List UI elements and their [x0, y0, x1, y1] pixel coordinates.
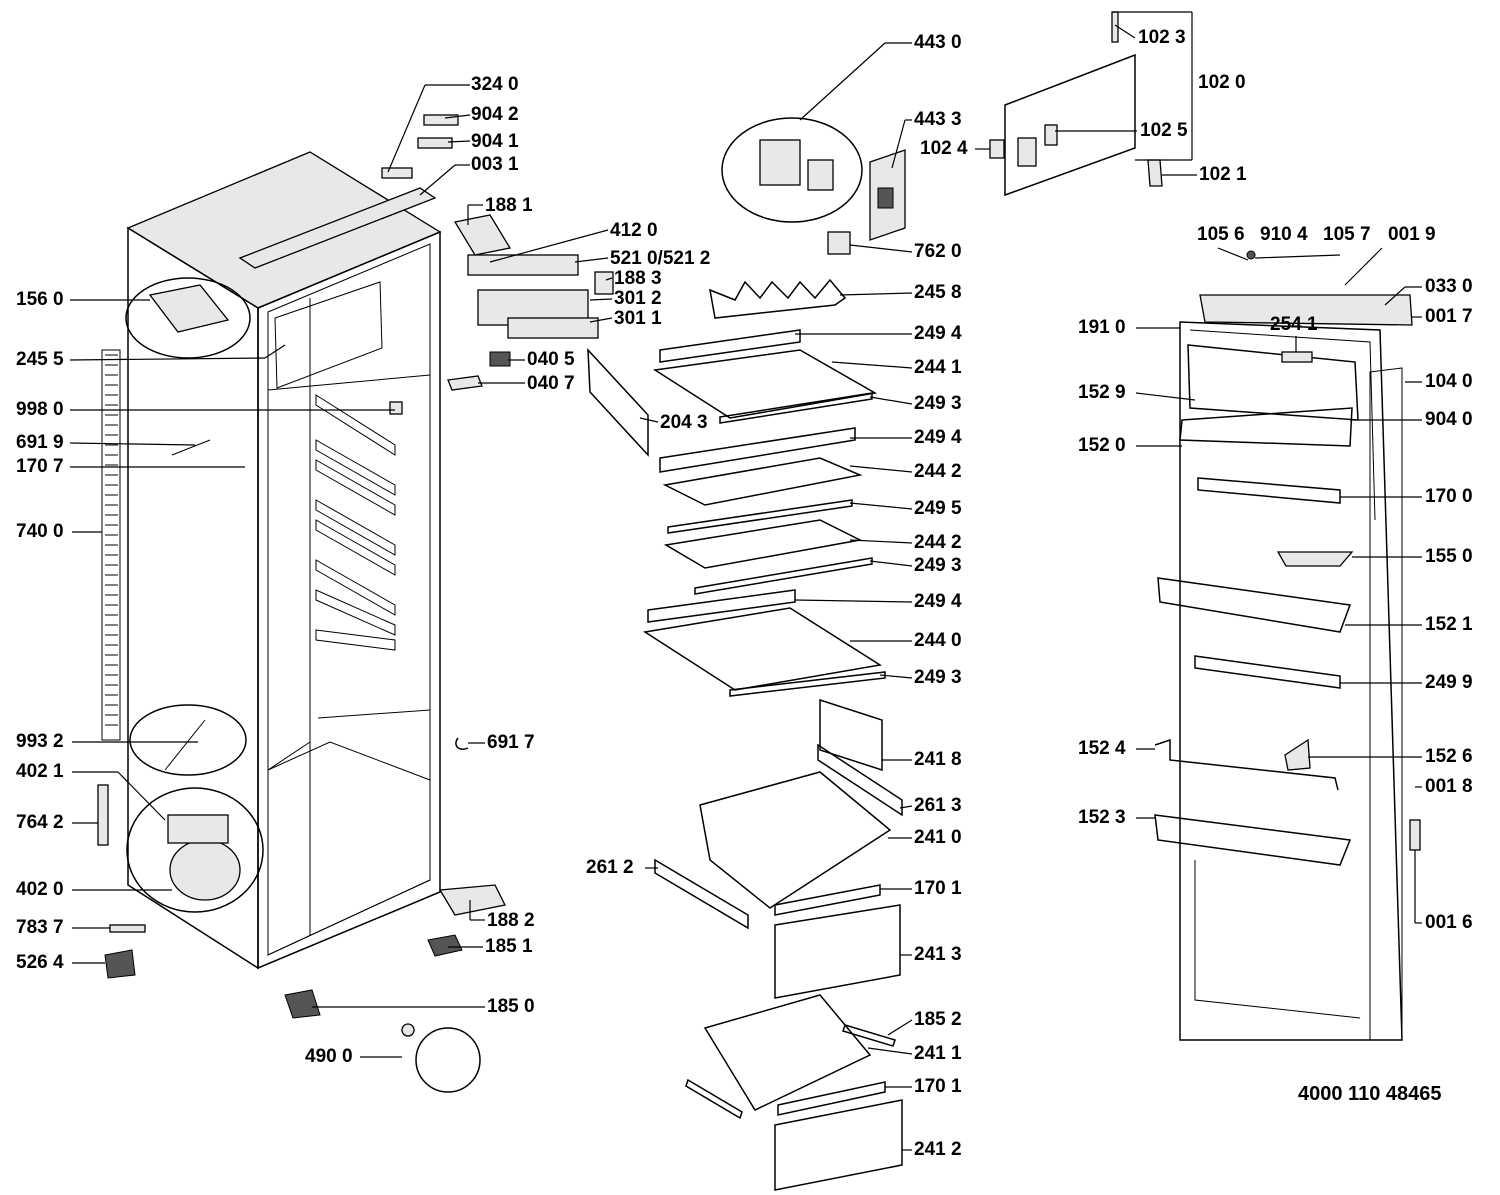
label-521-0-521-2: 521 0/521 2 — [610, 248, 711, 269]
label-245-8: 245 8 — [914, 282, 962, 303]
label-443-3: 443 3 — [914, 109, 962, 130]
label-301-1: 301 1 — [614, 308, 662, 329]
label-301-2: 301 2 — [614, 288, 662, 309]
label-244-1: 244 1 — [914, 357, 962, 378]
label-249-3-mid: 249 3 — [914, 555, 962, 576]
label-155-0: 155 0 — [1425, 546, 1473, 567]
label-244-2-upper: 244 2 — [914, 461, 962, 482]
label-244-0: 244 0 — [914, 630, 962, 651]
label-188-1: 188 1 — [485, 195, 533, 216]
label-249-3-low: 249 3 — [914, 667, 962, 688]
label-443-0: 443 0 — [914, 32, 962, 53]
label-001-7: 001 7 — [1425, 306, 1473, 327]
label-740-0: 740 0 — [16, 521, 64, 542]
label-040-7: 040 7 — [527, 373, 575, 394]
label-691-7: 691 7 — [487, 732, 535, 753]
label-904-1: 904 1 — [471, 131, 519, 152]
label-191-0: 191 0 — [1078, 317, 1126, 338]
label-993-2: 993 2 — [16, 731, 64, 752]
label-185-2: 185 2 — [914, 1009, 962, 1030]
label-998-0: 998 0 — [16, 399, 64, 420]
label-003-1: 003 1 — [471, 154, 519, 175]
cabinet-drawing — [97, 151, 442, 979]
label-102-0: 102 0 — [1198, 72, 1246, 93]
label-762-0: 762 0 — [914, 241, 962, 262]
label-204-3: 204 3 — [660, 412, 708, 433]
label-152-4: 152 4 — [1078, 738, 1126, 759]
document-number: 4000 110 48465 — [1298, 1083, 1442, 1105]
label-249-4-low: 249 4 — [914, 591, 962, 612]
label-152-6: 152 6 — [1425, 746, 1473, 767]
label-152-9: 152 9 — [1078, 382, 1126, 403]
label-783-7: 783 7 — [16, 917, 64, 938]
label-001-8: 001 8 — [1425, 776, 1473, 797]
label-241-0: 241 0 — [914, 827, 962, 848]
label-152-1: 152 1 — [1425, 614, 1473, 635]
label-249-9: 249 9 — [1425, 672, 1473, 693]
label-152-0: 152 0 — [1078, 435, 1126, 456]
label-254-1: 254 1 — [1270, 314, 1318, 335]
label-102-4: 102 4 — [920, 138, 968, 159]
label-170-0: 170 0 — [1425, 486, 1473, 507]
label-764-2: 764 2 — [16, 812, 64, 833]
shelves-drawing — [642, 117, 906, 1191]
label-152-3: 152 3 — [1078, 807, 1126, 828]
label-170-1-upper: 170 1 — [914, 878, 962, 899]
label-249-3-top: 249 3 — [914, 393, 962, 414]
label-402-1: 402 1 — [16, 761, 64, 782]
label-170-7: 170 7 — [16, 456, 64, 477]
label-910-4: 910 4 — [1260, 224, 1308, 245]
label-402-0: 402 0 — [16, 879, 64, 900]
label-249-4-mid: 249 4 — [914, 427, 962, 448]
label-244-2-lower: 244 2 — [914, 532, 962, 553]
label-102-1: 102 1 — [1199, 164, 1247, 185]
label-185-0: 185 0 — [487, 996, 535, 1017]
label-185-1: 185 1 — [485, 936, 533, 957]
label-188-3: 188 3 — [614, 268, 662, 289]
label-249-4-top: 249 4 — [914, 323, 962, 344]
label-040-5: 040 5 — [527, 349, 575, 370]
label-102-3: 102 3 — [1138, 27, 1186, 48]
label-241-8: 241 8 — [914, 749, 962, 770]
label-490-0: 490 0 — [305, 1046, 353, 1067]
door-drawing — [989, 11, 1421, 1041]
label-105-6: 105 6 — [1197, 224, 1245, 245]
label-033-0: 033 0 — [1425, 276, 1473, 297]
label-170-1-lower: 170 1 — [914, 1076, 962, 1097]
label-261-3: 261 3 — [914, 795, 962, 816]
label-001-6: 001 6 — [1425, 912, 1473, 933]
label-249-5: 249 5 — [914, 498, 962, 519]
label-691-9: 691 9 — [16, 432, 64, 453]
label-526-4: 526 4 — [16, 952, 64, 973]
label-241-1: 241 1 — [914, 1043, 962, 1064]
label-245-5: 245 5 — [16, 349, 64, 370]
label-188-2: 188 2 — [487, 910, 535, 931]
label-324-0: 324 0 — [471, 74, 519, 95]
label-102-5: 102 5 — [1140, 120, 1188, 141]
leader-lines — [69, 11, 1422, 1151]
label-904-2: 904 2 — [471, 104, 519, 125]
label-412-0: 412 0 — [610, 220, 658, 241]
label-001-9: 001 9 — [1388, 224, 1436, 245]
label-156-0: 156 0 — [16, 289, 64, 310]
label-241-2: 241 2 — [914, 1139, 962, 1160]
label-104-0: 104 0 — [1425, 371, 1473, 392]
label-261-2: 261 2 — [586, 857, 634, 878]
label-904-0: 904 0 — [1425, 409, 1473, 430]
label-241-3: 241 3 — [914, 944, 962, 965]
label-105-7: 105 7 — [1323, 224, 1371, 245]
